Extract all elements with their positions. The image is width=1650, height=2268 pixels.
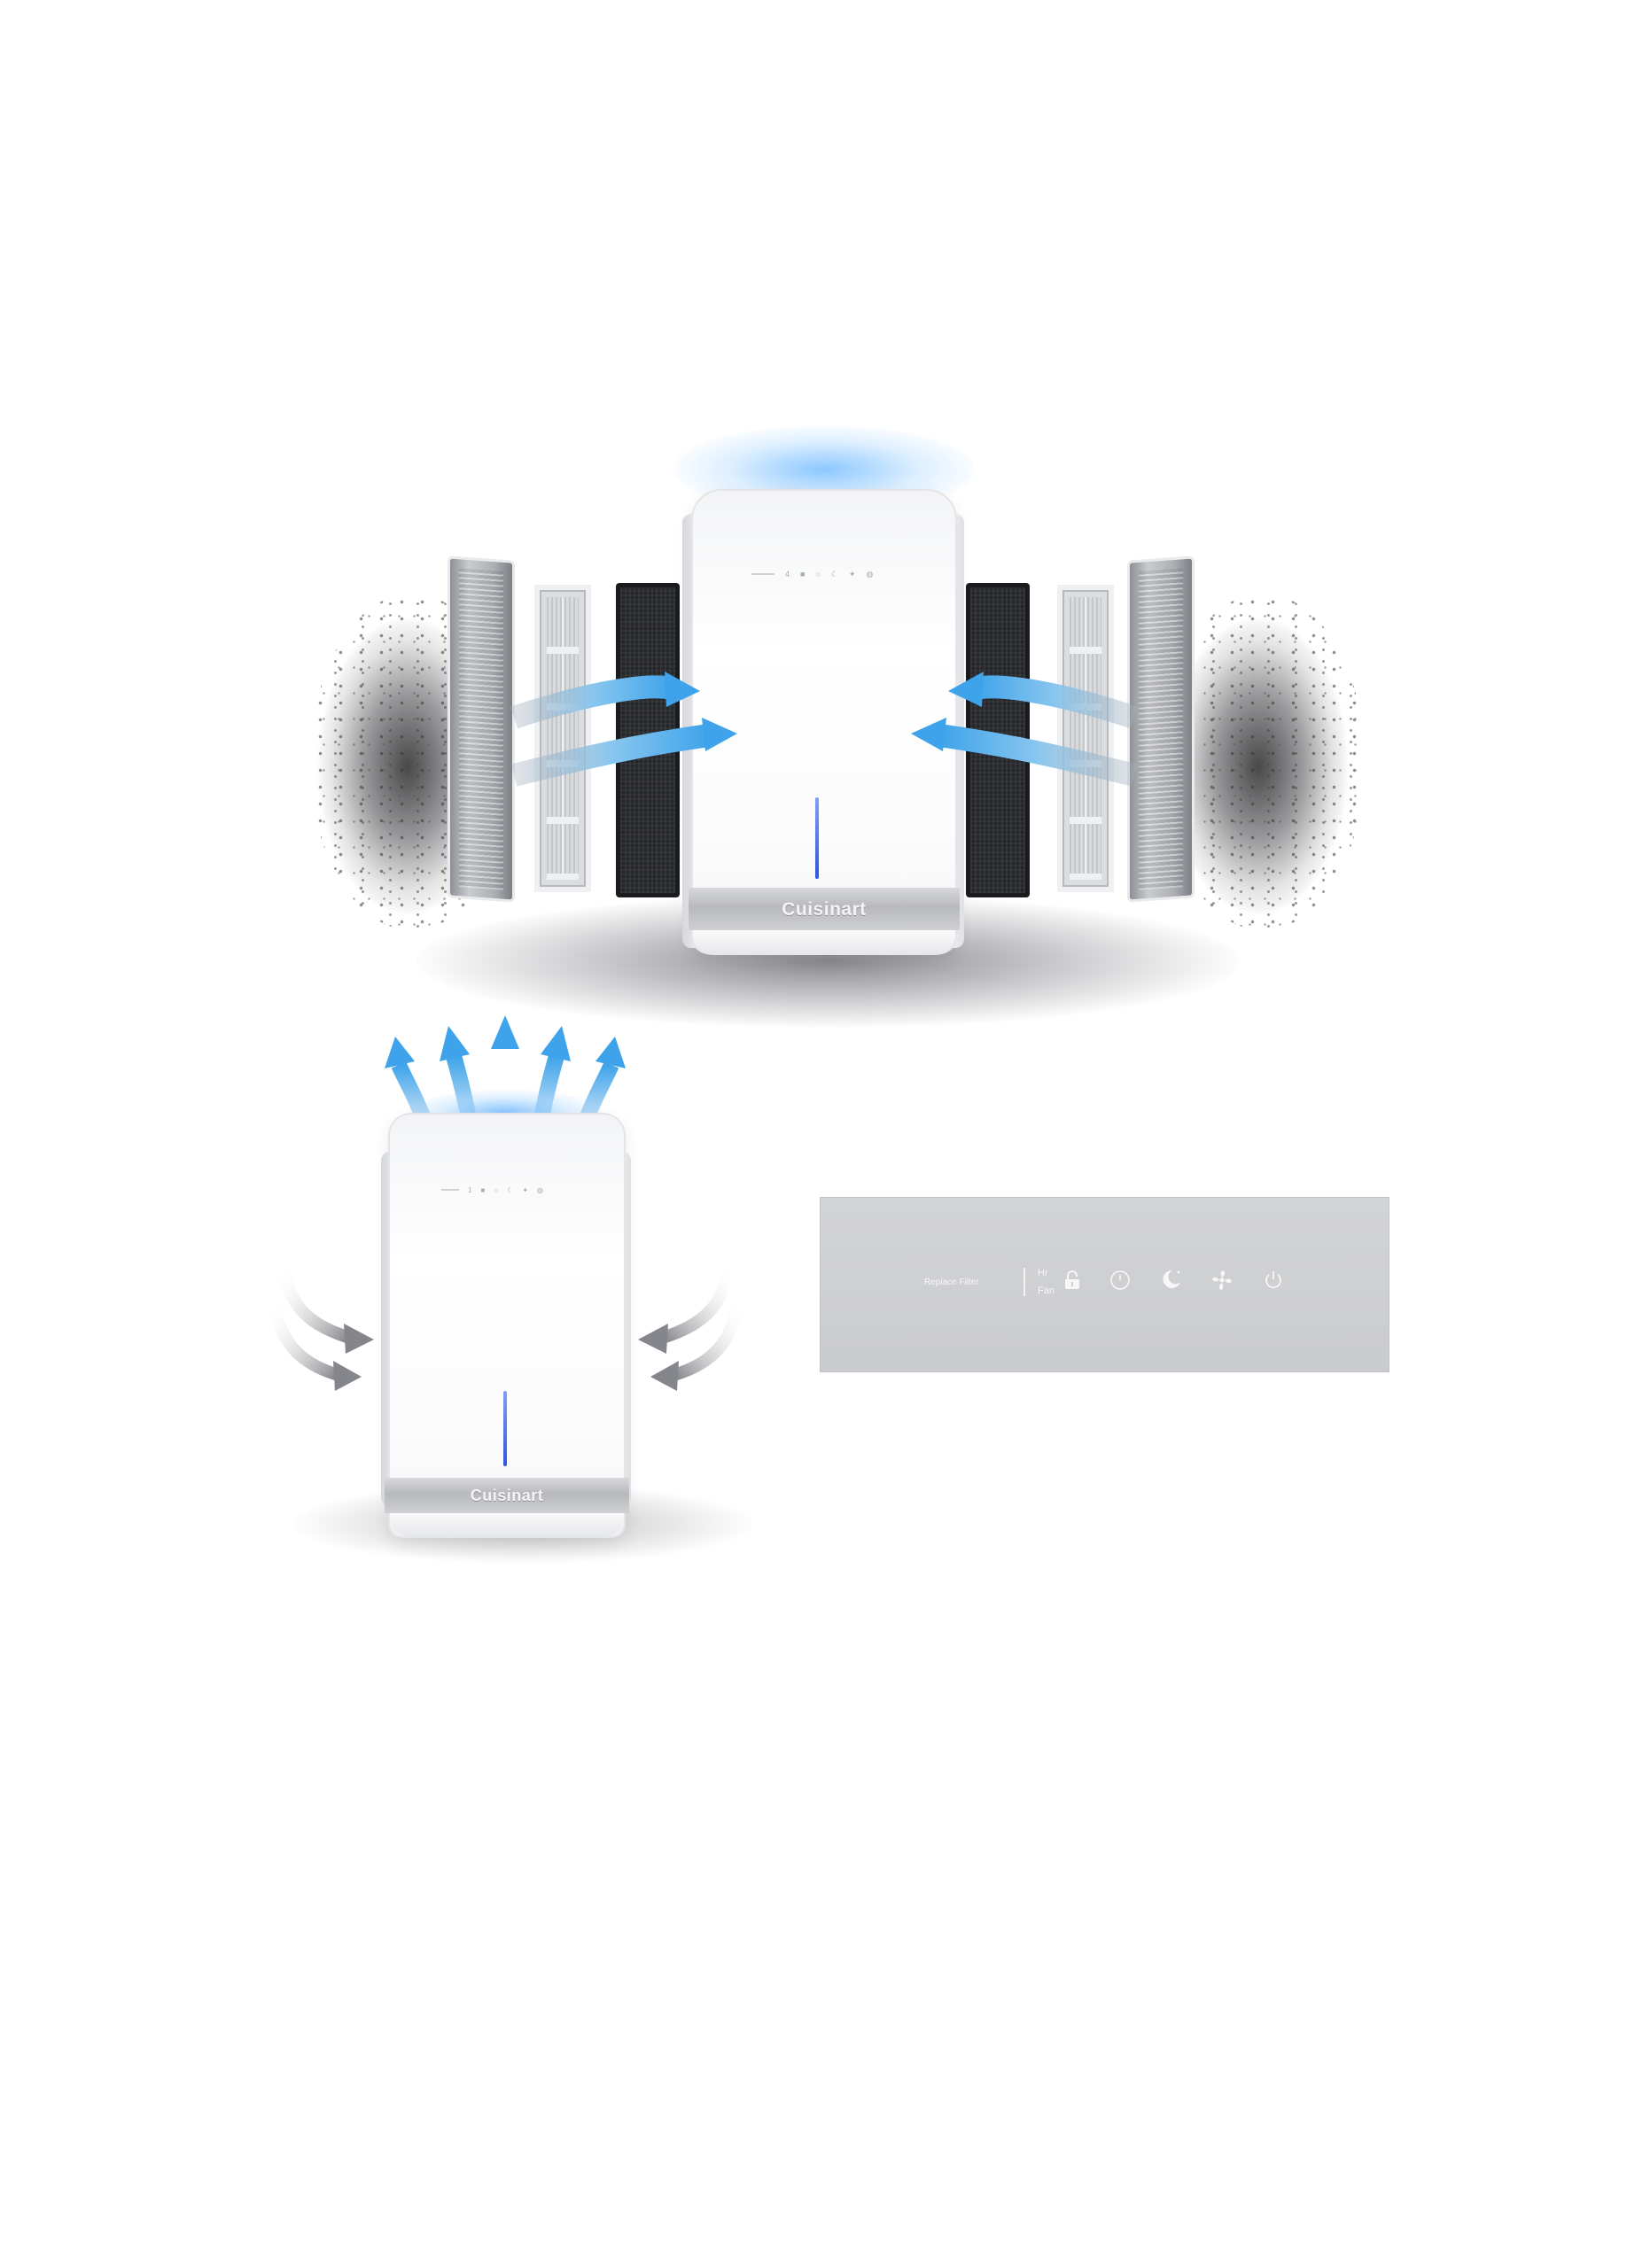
fan-label: Fan [1038,1285,1055,1296]
mini-label-small [441,1189,459,1191]
brand-logo-main: Cuisinart [782,899,867,920]
mini-lock-icon: ■ [800,570,806,579]
brand-logo-small: Cuisinart [470,1487,544,1504]
mini-timer-icon-small: ○ [494,1185,499,1194]
blue-indicator-small [503,1391,507,1466]
replace-filter-label: Replace Filter [924,1278,979,1287]
hr-label: Hr [1038,1268,1048,1278]
power-icon[interactable] [1263,1270,1284,1291]
mini-lock-icon-small: ■ [480,1185,486,1194]
mini-hr-icon-small: 1 [468,1185,472,1194]
airflow-arrows-in [510,672,1139,787]
sleep-moon-icon[interactable] [1160,1268,1183,1291]
hepa-filter-right [1057,585,1114,892]
mini-fan-icon-small: ✦ [522,1185,529,1194]
unit-foot-small [390,1513,624,1536]
purifier-body-small [388,1113,626,1538]
fan-icon[interactable] [1210,1269,1234,1292]
mini-hr-icon: 4 [785,570,790,579]
hepa-filter-left [534,585,591,892]
mini-fan-icon: ✦ [848,569,856,579]
metal-base-band-small: Cuisinart [385,1478,629,1513]
mini-moon-icon-small: ☾ [507,1185,514,1194]
mini-power-icon: ◍ [866,569,874,579]
panel-divider-bar [1023,1268,1025,1296]
mini-label [751,573,774,575]
mini-power-icon-small: ◍ [537,1185,543,1194]
intake-arrows-right [638,1265,743,1391]
mini-moon-icon: ☾ [830,569,838,579]
control-panel-closeup: Replace Filter Hr Fan [820,1197,1389,1372]
mini-timer-icon: ○ [815,570,821,579]
dust-specks-right [1161,594,1365,930]
purifier-body-main [691,489,957,954]
blue-indicator-main [815,797,819,879]
intake-arrows-left [269,1265,374,1391]
metal-base-band-main: Cuisinart [689,888,960,930]
unit-foot-main [693,930,955,955]
unit-control-strip-main: 4 ■ ○ ☾ ✦ ◍ [751,567,893,581]
unit-control-strip-small: 1 ■ ○ ☾ ✦ ◍ [441,1184,565,1196]
timer-icon[interactable] [1109,1270,1131,1291]
lock-icon[interactable] [1064,1270,1080,1290]
